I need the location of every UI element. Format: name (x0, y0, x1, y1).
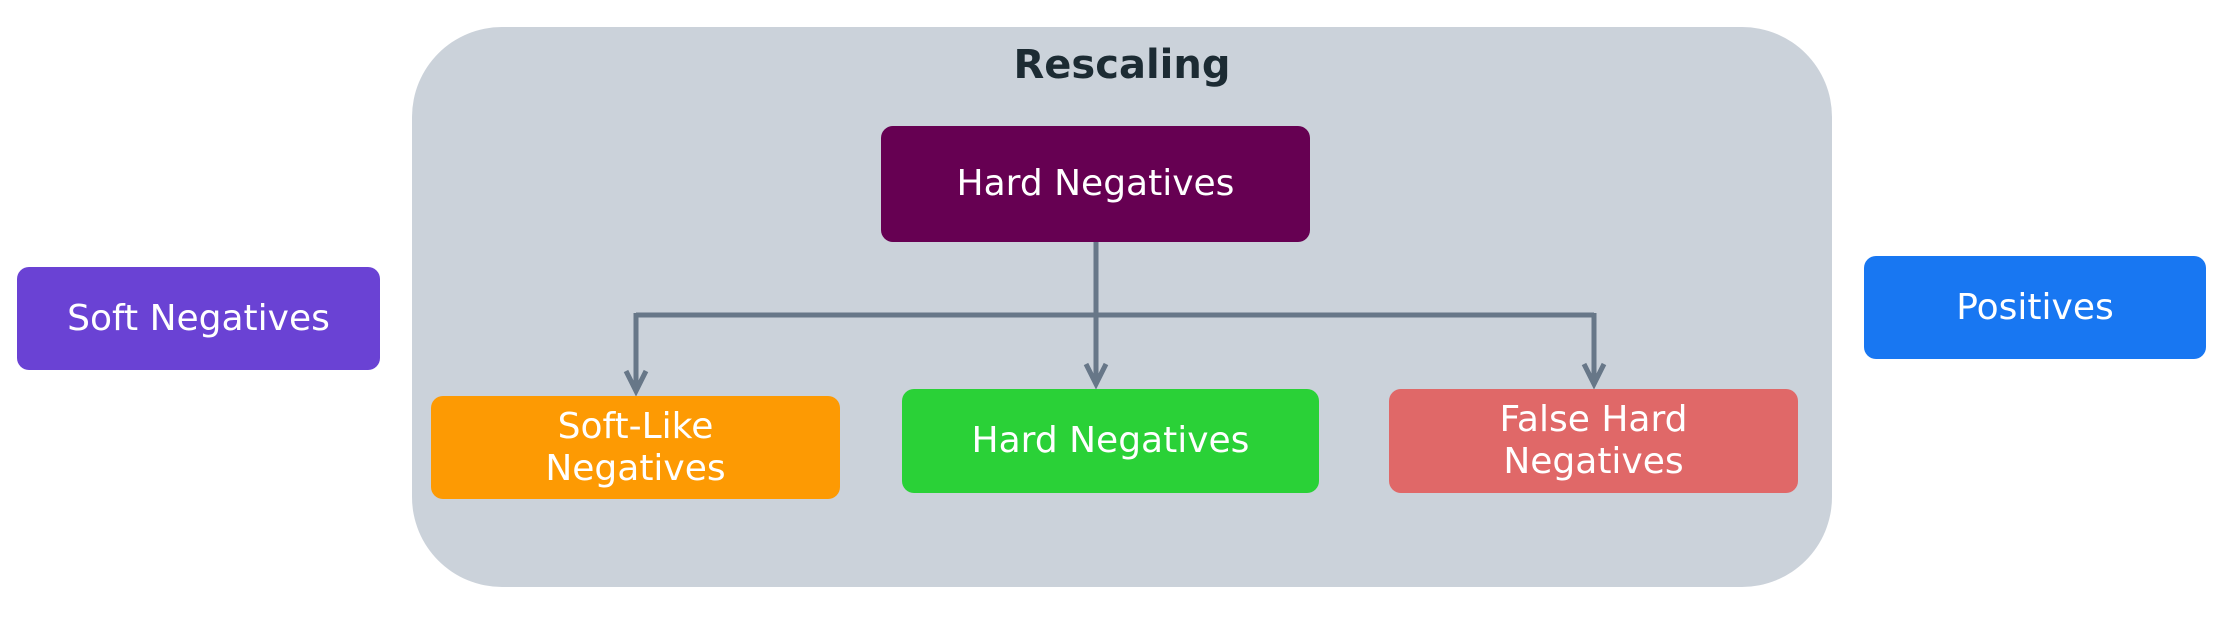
positives-node: Positives (1864, 256, 2206, 359)
arrowhead-soft-like (623, 369, 649, 397)
hard-negatives-top-node: Hard Negatives (881, 126, 1310, 242)
soft-negatives-label: Soft Negatives (67, 297, 330, 339)
soft-like-negatives-node: Soft-Like Negatives (431, 396, 840, 499)
hard-negatives-top-label: Hard Negatives (956, 163, 1235, 204)
hard-negatives-mid-label: Hard Negatives (971, 420, 1250, 461)
rescaling-title: Rescaling (1013, 42, 1231, 88)
arrowhead-false-hard (1581, 362, 1607, 390)
positives-label: Positives (1956, 286, 2114, 328)
false-hard-negatives-label: False Hard Negatives (1499, 399, 1688, 482)
hard-negatives-mid-node: Hard Negatives (902, 389, 1319, 493)
false-hard-negatives-node: False Hard Negatives (1389, 389, 1798, 493)
soft-like-negatives-label: Soft-Like Negatives (545, 405, 726, 489)
arrowhead-hard-mid (1083, 362, 1109, 390)
soft-negatives-node: Soft Negatives (17, 267, 380, 370)
